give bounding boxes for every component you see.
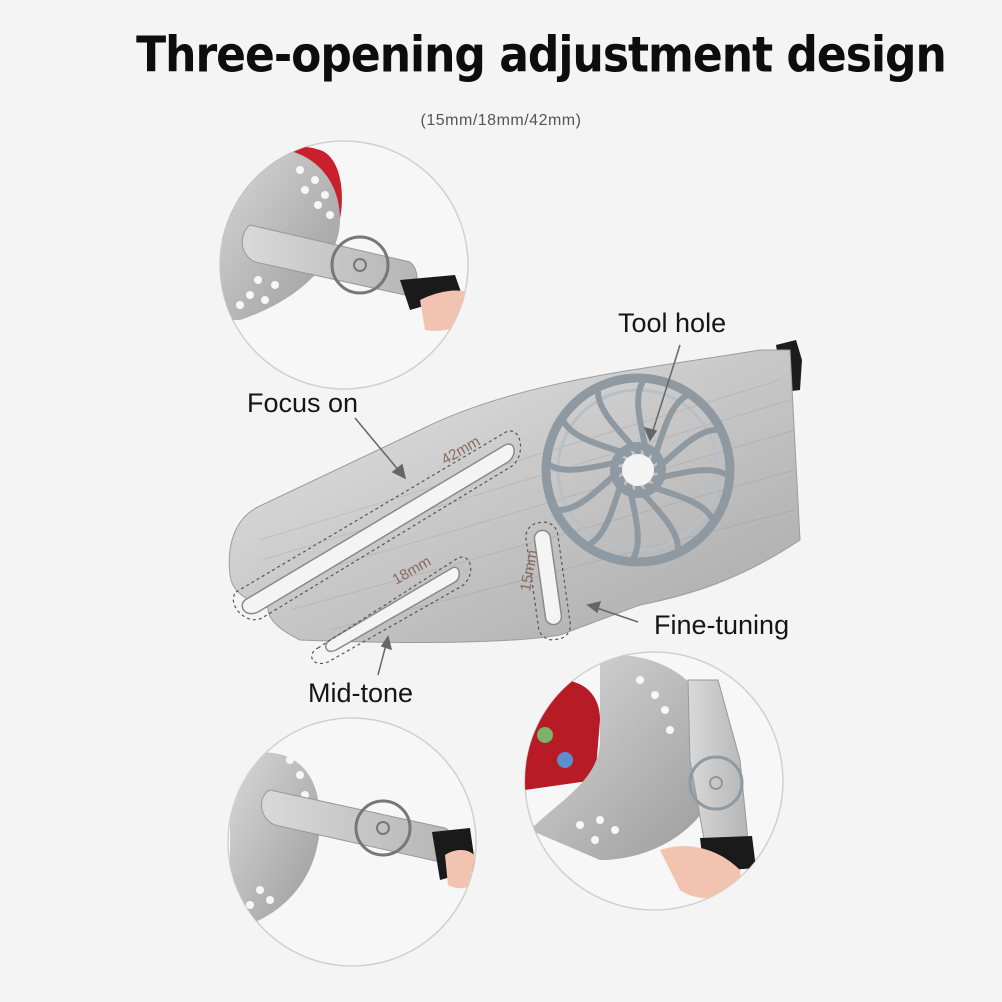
slot-15mm: 15mm bbox=[517, 521, 571, 641]
slot-label-15mm: 15mm bbox=[517, 549, 541, 593]
page-title: Three-opening adjustment design bbox=[136, 26, 947, 85]
tool-hole bbox=[622, 454, 654, 486]
photo-bottom-left bbox=[227, 717, 477, 967]
tool-body bbox=[228, 349, 801, 643]
photo-bottom-right bbox=[524, 651, 784, 911]
photo-top-left bbox=[219, 140, 469, 390]
callout-mid-tone: Mid-tone bbox=[308, 678, 414, 708]
page-subtitle: (15mm/18mm/42mm) bbox=[420, 112, 582, 129]
callout-tool-hole: Tool hole bbox=[618, 308, 727, 338]
main-tool: 42mm 18mm 15mm bbox=[228, 340, 802, 664]
callout-focus-on: Focus on bbox=[247, 388, 359, 418]
callout-fine-tuning: Fine-tuning bbox=[654, 610, 790, 640]
leader-lines bbox=[354, 344, 681, 676]
rotor-etching bbox=[541, 373, 735, 567]
